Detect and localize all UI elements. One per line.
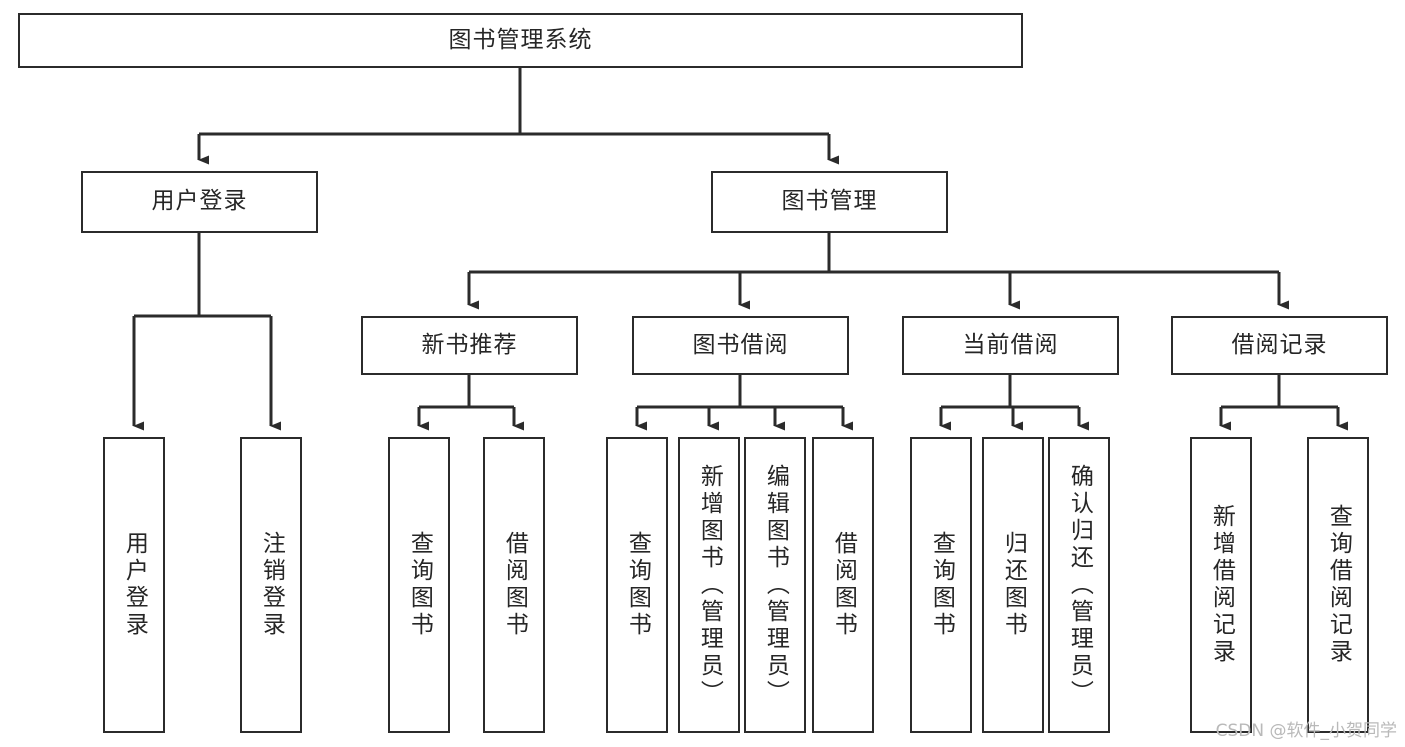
node-leaf-query-book-3[interactable]: 查询图书: [910, 437, 972, 733]
node-leaf-user-login[interactable]: 用户登录: [103, 437, 165, 733]
node-leaf-query-book-2[interactable]: 查询图书: [606, 437, 668, 733]
node-leaf-edit-book[interactable]: 编辑图书（管理员）: [744, 437, 806, 733]
node-new-book-recommend[interactable]: 新书推荐: [361, 316, 578, 375]
node-leaf-query-book-2-label: 查询图书: [624, 531, 651, 639]
node-leaf-query-book-1[interactable]: 查询图书: [388, 437, 450, 733]
node-leaf-add-book-label: 新增图书（管理员）: [696, 463, 723, 707]
node-book-manage[interactable]: 图书管理: [711, 171, 948, 233]
node-current-borrow-label: 当前借阅: [962, 331, 1059, 358]
node-borrow-record-label: 借阅记录: [1231, 331, 1328, 358]
node-leaf-return-book[interactable]: 归还图书: [982, 437, 1044, 733]
node-book-borrow-label: 图书借阅: [692, 331, 789, 358]
node-leaf-confirm-return[interactable]: 确认归还（管理员）: [1048, 437, 1110, 733]
node-leaf-query-book-3-label: 查询图书: [928, 531, 955, 639]
node-leaf-user-login-label: 用户登录: [121, 531, 148, 639]
node-leaf-add-book[interactable]: 新增图书（管理员）: [678, 437, 740, 733]
node-user-login[interactable]: 用户登录: [81, 171, 318, 233]
node-user-login-label: 用户登录: [151, 188, 248, 215]
node-leaf-add-record[interactable]: 新增借阅记录: [1190, 437, 1252, 733]
node-leaf-query-record[interactable]: 查询借阅记录: [1307, 437, 1369, 733]
node-leaf-query-record-label: 查询借阅记录: [1325, 504, 1352, 666]
node-leaf-borrow-book-1[interactable]: 借阅图书: [483, 437, 545, 733]
node-leaf-add-record-label: 新增借阅记录: [1208, 504, 1235, 666]
node-leaf-return-book-label: 归还图书: [1000, 531, 1027, 639]
node-leaf-borrow-book-1-label: 借阅图书: [501, 531, 528, 639]
node-root-system-label: 图书管理系统: [448, 26, 593, 53]
node-new-book-recommend-label: 新书推荐: [421, 331, 518, 358]
node-book-borrow[interactable]: 图书借阅: [632, 316, 849, 375]
node-leaf-edit-book-label: 编辑图书（管理员）: [762, 463, 789, 707]
node-leaf-query-book-1-label: 查询图书: [406, 531, 433, 639]
node-borrow-record[interactable]: 借阅记录: [1171, 316, 1388, 375]
node-leaf-logout[interactable]: 注销登录: [240, 437, 302, 733]
node-leaf-confirm-return-label: 确认归还（管理员）: [1066, 463, 1093, 707]
node-leaf-borrow-book-2[interactable]: 借阅图书: [812, 437, 874, 733]
node-book-manage-label: 图书管理: [781, 188, 878, 215]
node-root-system[interactable]: 图书管理系统: [18, 13, 1023, 68]
node-leaf-logout-label: 注销登录: [258, 531, 285, 639]
node-leaf-borrow-book-2-label: 借阅图书: [830, 531, 857, 639]
node-current-borrow[interactable]: 当前借阅: [902, 316, 1119, 375]
